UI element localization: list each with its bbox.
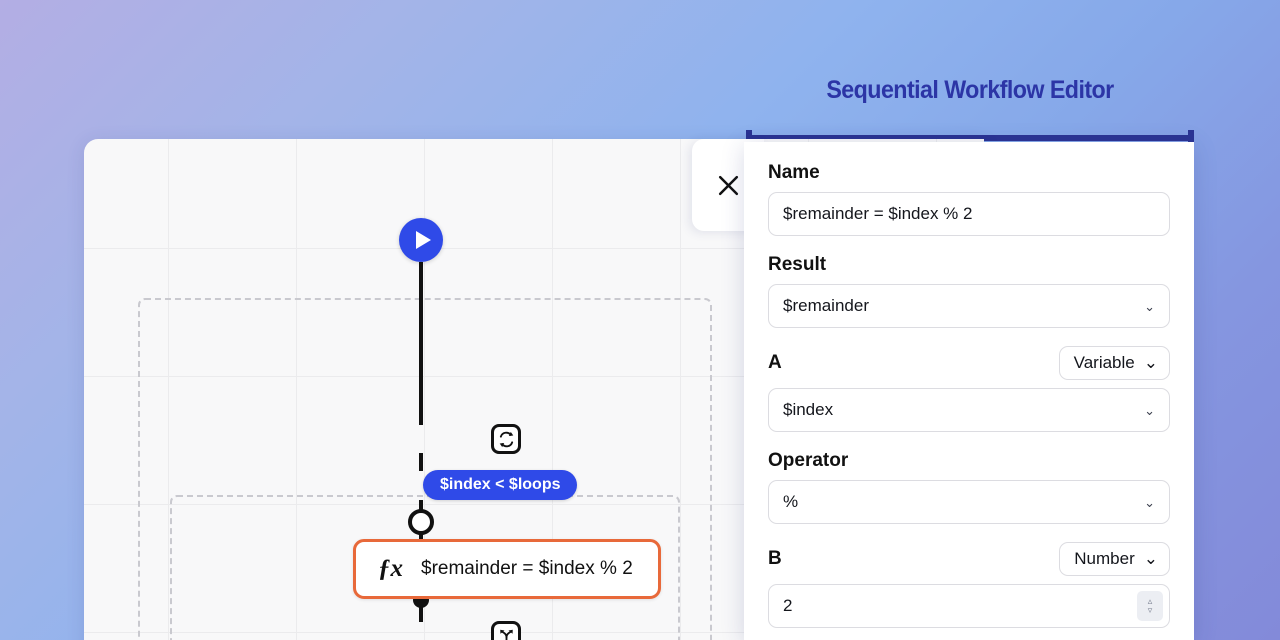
b-number-field: 2 ▵ ▿: [768, 584, 1170, 628]
function-node-label: $remainder = $index % 2: [421, 558, 633, 579]
loop-node[interactable]: [491, 424, 521, 454]
a-field-header: A Variable ⌄: [768, 346, 1170, 380]
operator-field-label: Operator: [768, 450, 849, 471]
b-field-label: B: [768, 548, 782, 569]
loop-icon: [499, 431, 513, 447]
chevron-down-icon[interactable]: ▿: [1147, 605, 1153, 615]
chevron-down-icon: ⌄: [1143, 353, 1158, 372]
page-title-wrap: Sequential Workflow Editor: [746, 76, 1194, 105]
branch-scope-region: [170, 495, 680, 640]
a-field-label: A: [768, 352, 782, 373]
operator-select[interactable]: % ⌄: [768, 480, 1170, 524]
chevron-down-icon: ⌄: [1144, 402, 1155, 418]
b-type-select[interactable]: Number ⌄: [1059, 542, 1170, 576]
result-select-value: $remainder: [783, 296, 869, 315]
name-input[interactable]: $remainder = $index % 2: [768, 192, 1170, 236]
close-icon: [718, 175, 738, 195]
b-field-header: B Number ⌄: [768, 542, 1170, 576]
loop-scope-region: [138, 298, 712, 640]
a-type-value: Variable: [1073, 353, 1135, 372]
b-type-value: Number: [1074, 549, 1135, 568]
a-value-select[interactable]: $index ⌄: [768, 388, 1170, 432]
bracket-cap-right: [1188, 130, 1194, 146]
step-editor-panel: Name $remainder = $index % 2 Result $rem…: [744, 142, 1194, 640]
name-field-label: Name: [768, 162, 820, 183]
chevron-down-icon: ⌄: [1144, 494, 1155, 510]
a-value-text: $index: [783, 400, 834, 419]
loop-condition-label: $index < $loops: [440, 476, 561, 493]
page-title: Sequential Workflow Editor: [826, 76, 1114, 104]
name-input-value: $remainder = $index % 2: [783, 204, 973, 223]
branch-icon: [499, 629, 513, 640]
operator-select-value: %: [783, 492, 799, 511]
loop-condition-node[interactable]: $index < $loops: [423, 470, 578, 500]
start-node[interactable]: [399, 218, 443, 262]
chevron-down-icon: ⌄: [1144, 298, 1155, 314]
number-stepper[interactable]: ▵ ▿: [1137, 591, 1163, 621]
b-number-value: 2: [783, 596, 793, 615]
fx-icon: ƒx: [378, 555, 403, 582]
scope-bracket-annotation: [746, 130, 1194, 146]
a-type-select[interactable]: Variable ⌄: [1058, 346, 1170, 380]
chevron-up-icon[interactable]: ▵: [1147, 596, 1153, 606]
result-select[interactable]: $remainder ⌄: [768, 284, 1170, 328]
result-field-label: Result: [768, 254, 827, 275]
branch-node[interactable]: [491, 621, 521, 640]
bracket-bar: [746, 135, 1194, 141]
chevron-down-icon: ⌄: [1143, 549, 1158, 568]
function-node[interactable]: ƒx $remainder = $index % 2: [353, 539, 661, 599]
b-number-input[interactable]: 2: [768, 584, 1170, 628]
play-icon: [415, 231, 431, 249]
